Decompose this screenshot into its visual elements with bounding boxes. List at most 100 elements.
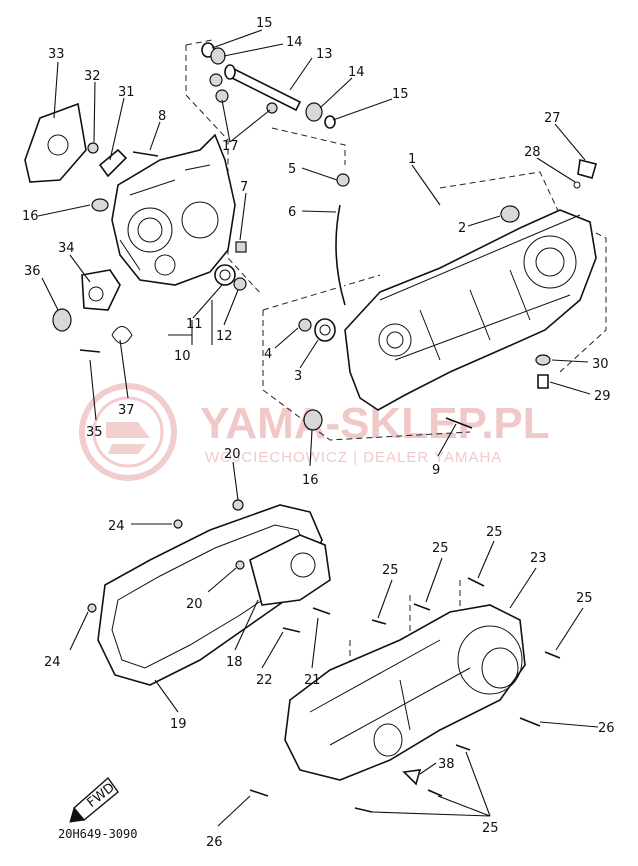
callout-33: 33 [48,47,65,62]
callout-28: 28 [524,145,541,160]
callout-35: 35 [86,425,103,440]
housing-34 [81,269,121,311]
callout-34: 34 [58,241,75,256]
callout-31: 31 [118,85,135,100]
callout-27: 27 [544,111,561,126]
crankcase-cover-23 [249,577,561,813]
bolt-9 [445,417,473,429]
seal-16-left [91,198,109,212]
callout-6: 6 [288,205,296,220]
bearing-3 [314,318,336,342]
drawing-code: 20H649-3090 [58,827,137,841]
callout-20: 20 [186,597,203,612]
callout-30: 30 [592,357,609,372]
callout-4: 4 [264,347,272,362]
seal-4 [298,318,312,332]
callout-16: 16 [22,209,39,224]
callout-labels: 15 14 13 14 15 33 32 31 8 17 27 28 5 7 1… [22,16,615,850]
watermark-subtitle: WOJCIECHOWICZ | DEALER YAMAHA [205,449,502,466]
washer-14-top [210,47,226,65]
callout-14: 14 [348,65,365,80]
callout-15: 15 [392,87,409,102]
callout-14: 14 [286,35,303,50]
callout-38: 38 [438,757,455,772]
callout-10: 10 [174,349,191,364]
bushing-2 [500,205,520,223]
bolt-25a [467,577,485,587]
callout-1: 1 [408,152,416,167]
callout-29: 29 [594,389,611,404]
callout-25: 25 [576,591,593,606]
cover-18 [249,534,331,606]
bolt-25e1 [455,744,471,751]
bolt-35 [79,349,101,353]
washer-14-right [305,102,323,122]
bolt-25c [371,619,387,625]
callout-36: 36 [24,264,41,279]
shaft-assembly [201,42,336,129]
bolt-21 [312,607,331,615]
callout-25: 25 [486,525,503,540]
dowel-20-top [232,499,244,511]
callout-3: 3 [294,369,302,384]
callout-37: 37 [118,403,135,418]
bolt-32 [87,142,99,154]
dowel-20-low [235,560,245,570]
callout-23: 23 [530,551,547,566]
watermark: YAMA-SKLEP.PL WOJCIECHOWICZ | DEALER YAM… [79,383,550,481]
callout-26: 26 [206,835,223,850]
left-small-parts [24,102,159,353]
seal-12 [233,277,247,291]
shaft-end [224,64,236,80]
callout-17: 17 [222,139,239,154]
cap-36 [52,308,72,332]
callout-12: 12 [216,329,233,344]
bolt-8 [132,151,159,157]
shaft-13 [226,66,302,112]
oring-28 [573,181,581,189]
clip-37 [111,326,133,344]
gasket-19 [87,499,331,686]
fwd-arrow: FWD [69,776,119,823]
plug-27 [577,159,597,179]
callout-25: 25 [382,563,399,578]
callout-11: 11 [186,317,203,332]
left-crankcase [111,133,247,291]
hose-6 [335,204,346,306]
leader-lines [37,29,599,827]
seal-16-right [303,409,323,431]
seal-38 [402,769,422,786]
bearing-11 [214,264,236,286]
bracket-31 [98,148,128,178]
cover-plate-33 [24,102,87,183]
bolt-25d [544,651,561,659]
washer-30 [535,354,551,366]
callout-19: 19 [170,717,187,732]
callout-7: 7 [240,180,248,195]
callout-24: 24 [108,519,125,534]
right-crankcase [298,159,597,431]
dowel-7 [235,241,247,253]
callout-13: 13 [316,47,333,62]
callout-21: 21 [304,673,321,688]
callout-22: 22 [256,673,273,688]
bolt-25e2 [427,789,443,797]
callout-24: 24 [44,655,61,670]
callout-20: 20 [224,447,241,462]
drain-bolt-29 [537,374,549,389]
circlip-15-right [324,115,336,129]
bolt-25b [413,603,431,611]
bolt-26b [249,789,269,797]
callout-25: 25 [432,541,449,556]
bolt-25e3 [354,807,373,813]
callout-25: 25 [482,821,499,836]
callout-8: 8 [158,109,166,124]
bolt-22 [282,627,301,633]
fitting-5 [336,173,350,187]
callout-2: 2 [458,221,466,236]
callout-32: 32 [84,69,101,84]
callout-16: 16 [302,473,319,488]
dowel-24-low [87,603,97,613]
callout-5: 5 [288,162,296,177]
